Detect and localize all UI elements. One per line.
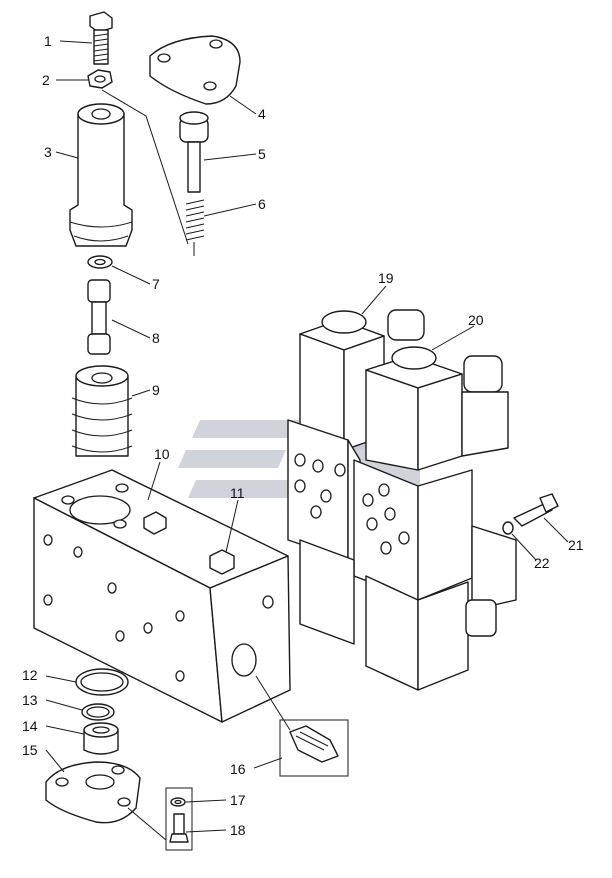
callout-20: 20 [468,312,484,328]
callout-13: 13 [22,692,38,708]
part-20-solenoid [365,346,509,471]
callout-19: 19 [378,270,394,286]
callout-16: 16 [230,761,246,777]
part-14-fitting [83,722,119,755]
part-2-nut [87,69,113,89]
part-9-sleeve [71,365,133,457]
callout-3: 3 [44,144,52,160]
callout-4: 4 [258,106,266,122]
callout-1: 1 [44,33,52,49]
part-8-spool [87,279,111,355]
part-1-bolt [89,11,113,65]
part-17-18-box [127,787,193,851]
callout-10: 10 [154,446,170,462]
callout-2: 2 [42,72,50,88]
part-11-plug [209,549,235,575]
part-15-flange [45,761,141,824]
callout-9: 9 [152,382,160,398]
valve-stack-block [287,419,517,691]
part-12-o-ring [75,668,129,696]
part-5-piston [179,111,209,193]
part-16-adapter [255,675,349,777]
callout-15: 15 [22,742,38,758]
part-21-22-screw [502,493,559,535]
callout-21: 21 [568,537,584,553]
leader-lines [45,40,569,833]
callout-5: 5 [258,146,266,162]
callout-8: 8 [152,330,160,346]
callout-6: 6 [258,196,266,212]
part-4-flange [149,35,241,105]
callout-18: 18 [230,822,246,838]
callout-14: 14 [22,718,38,734]
callout-labels: 1 2 3 4 5 6 7 8 9 10 11 12 13 14 15 16 1… [22,33,584,838]
callout-7: 7 [152,276,160,292]
part-10-valve-body [33,469,291,723]
callout-11: 11 [230,485,245,501]
callout-22: 22 [534,555,550,571]
callout-12: 12 [22,667,38,683]
callout-17: 17 [230,792,246,808]
part-7-washer [87,255,113,269]
part-13-seal [81,703,115,721]
part-3-housing [69,103,133,247]
part-6-spring [185,199,205,256]
